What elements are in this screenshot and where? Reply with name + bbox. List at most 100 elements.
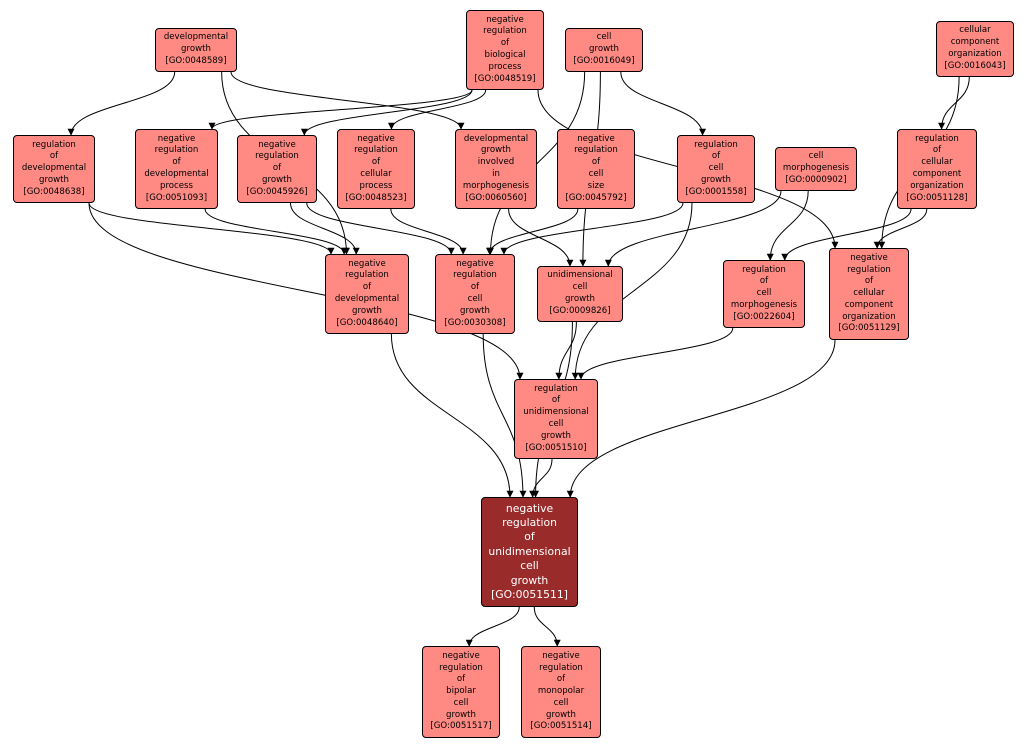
term-name-line: negative: [505, 501, 554, 515]
term-name-line: unidimensional: [488, 544, 571, 558]
term-name-line: developmental: [163, 32, 229, 43]
term-name-line: regulation: [502, 515, 557, 529]
term-name-line: cell: [588, 169, 604, 179]
term-name-line: growth: [701, 174, 731, 185]
term-name-line: regulation: [539, 662, 583, 673]
term-name-line: growth: [446, 709, 476, 720]
term-name-line: cell: [756, 288, 772, 299]
term-id-label: [GO:0048519]: [474, 73, 536, 84]
term-id-label: [GO:0022604]: [733, 311, 795, 322]
term-name-line: organization: [910, 180, 964, 191]
edge-arrow: [306, 202, 455, 255]
term-name-line: regulation: [574, 145, 618, 156]
term-name-line: of: [759, 276, 769, 287]
term-name-line: morphogenesis: [782, 163, 850, 174]
edge-arrow: [571, 202, 693, 380]
term-id-label: [GO:0051093]: [145, 192, 208, 203]
term-id-label: [GO:0048589]: [165, 55, 227, 66]
term-name-line: cellular: [360, 169, 392, 179]
edge-arrow: [67, 71, 176, 136]
term-name-line: of: [932, 145, 942, 156]
term-name-line: of: [591, 157, 601, 168]
edge-arrow: [482, 333, 527, 498]
term-name-line: growth: [565, 294, 595, 304]
term-name-line: regulation: [439, 662, 483, 673]
edge-arrow: [529, 458, 553, 498]
term-name-line: of: [864, 276, 874, 287]
term-name-line: morphogenesis: [462, 180, 530, 191]
term-id-label: [GO:0001558]: [685, 186, 747, 197]
term-name-line: negative: [357, 133, 395, 144]
edge-arrow: [88, 202, 335, 255]
term-name-line: of: [556, 674, 566, 685]
term-name-line: of: [272, 163, 282, 174]
term-name-line: growth: [352, 305, 382, 316]
edge-arrow: [300, 89, 473, 136]
edge-arrow: [938, 76, 970, 130]
edge-arrow: [230, 71, 465, 130]
term-id-label: [GO:0045926]: [246, 186, 308, 197]
term-name-line: cellular: [959, 25, 991, 36]
edge-arrow: [204, 208, 348, 255]
term-name-line: process: [159, 180, 194, 191]
term-name-line: cell: [453, 697, 469, 708]
edge-arrow: [577, 327, 734, 380]
term-name-line: negative: [442, 650, 480, 661]
edge-arrow: [486, 208, 579, 255]
edge-arrow: [388, 89, 487, 130]
term-name-line: regulation: [534, 383, 578, 394]
term-name-line: morphogenesis: [730, 299, 798, 310]
term-name-line: growth: [181, 44, 211, 55]
term-id-label: [GO:0030308]: [444, 317, 506, 328]
term-id-label: [GO:0048640]: [336, 317, 398, 328]
term-id-label: [GO:0051511]: [491, 588, 568, 602]
term-id-label: [GO:0009826]: [549, 305, 611, 316]
term-name-line: cell: [553, 697, 569, 708]
term-id-label: [GO:0048523]: [345, 192, 407, 203]
term-name-line: growth: [589, 44, 619, 55]
term-id-label: [GO:0045792]: [565, 192, 627, 203]
term-name-line: of: [500, 38, 510, 49]
term-name-line: cellular: [921, 157, 953, 168]
edge-arrow: [390, 208, 467, 255]
term-name-line: of: [470, 282, 480, 293]
term-name-line: of: [711, 151, 721, 162]
term-name-line: involved: [477, 157, 515, 168]
term-name-line: of: [456, 674, 466, 685]
term-name-line: regulation: [345, 270, 389, 281]
term-name-line: of: [551, 395, 561, 406]
term-name-line: organization: [842, 311, 896, 322]
term-name-line: regulation: [154, 145, 199, 156]
edge-arrow: [390, 333, 514, 498]
term-name-line: regulation: [483, 26, 527, 37]
edge-arrow: [486, 71, 586, 255]
term-name-line: of: [362, 282, 372, 293]
term-name-line: negative: [850, 252, 888, 263]
term-name-line: cell: [548, 419, 564, 429]
term-name-line: organization: [948, 49, 1002, 59]
term-name-line: developmental: [144, 169, 209, 179]
